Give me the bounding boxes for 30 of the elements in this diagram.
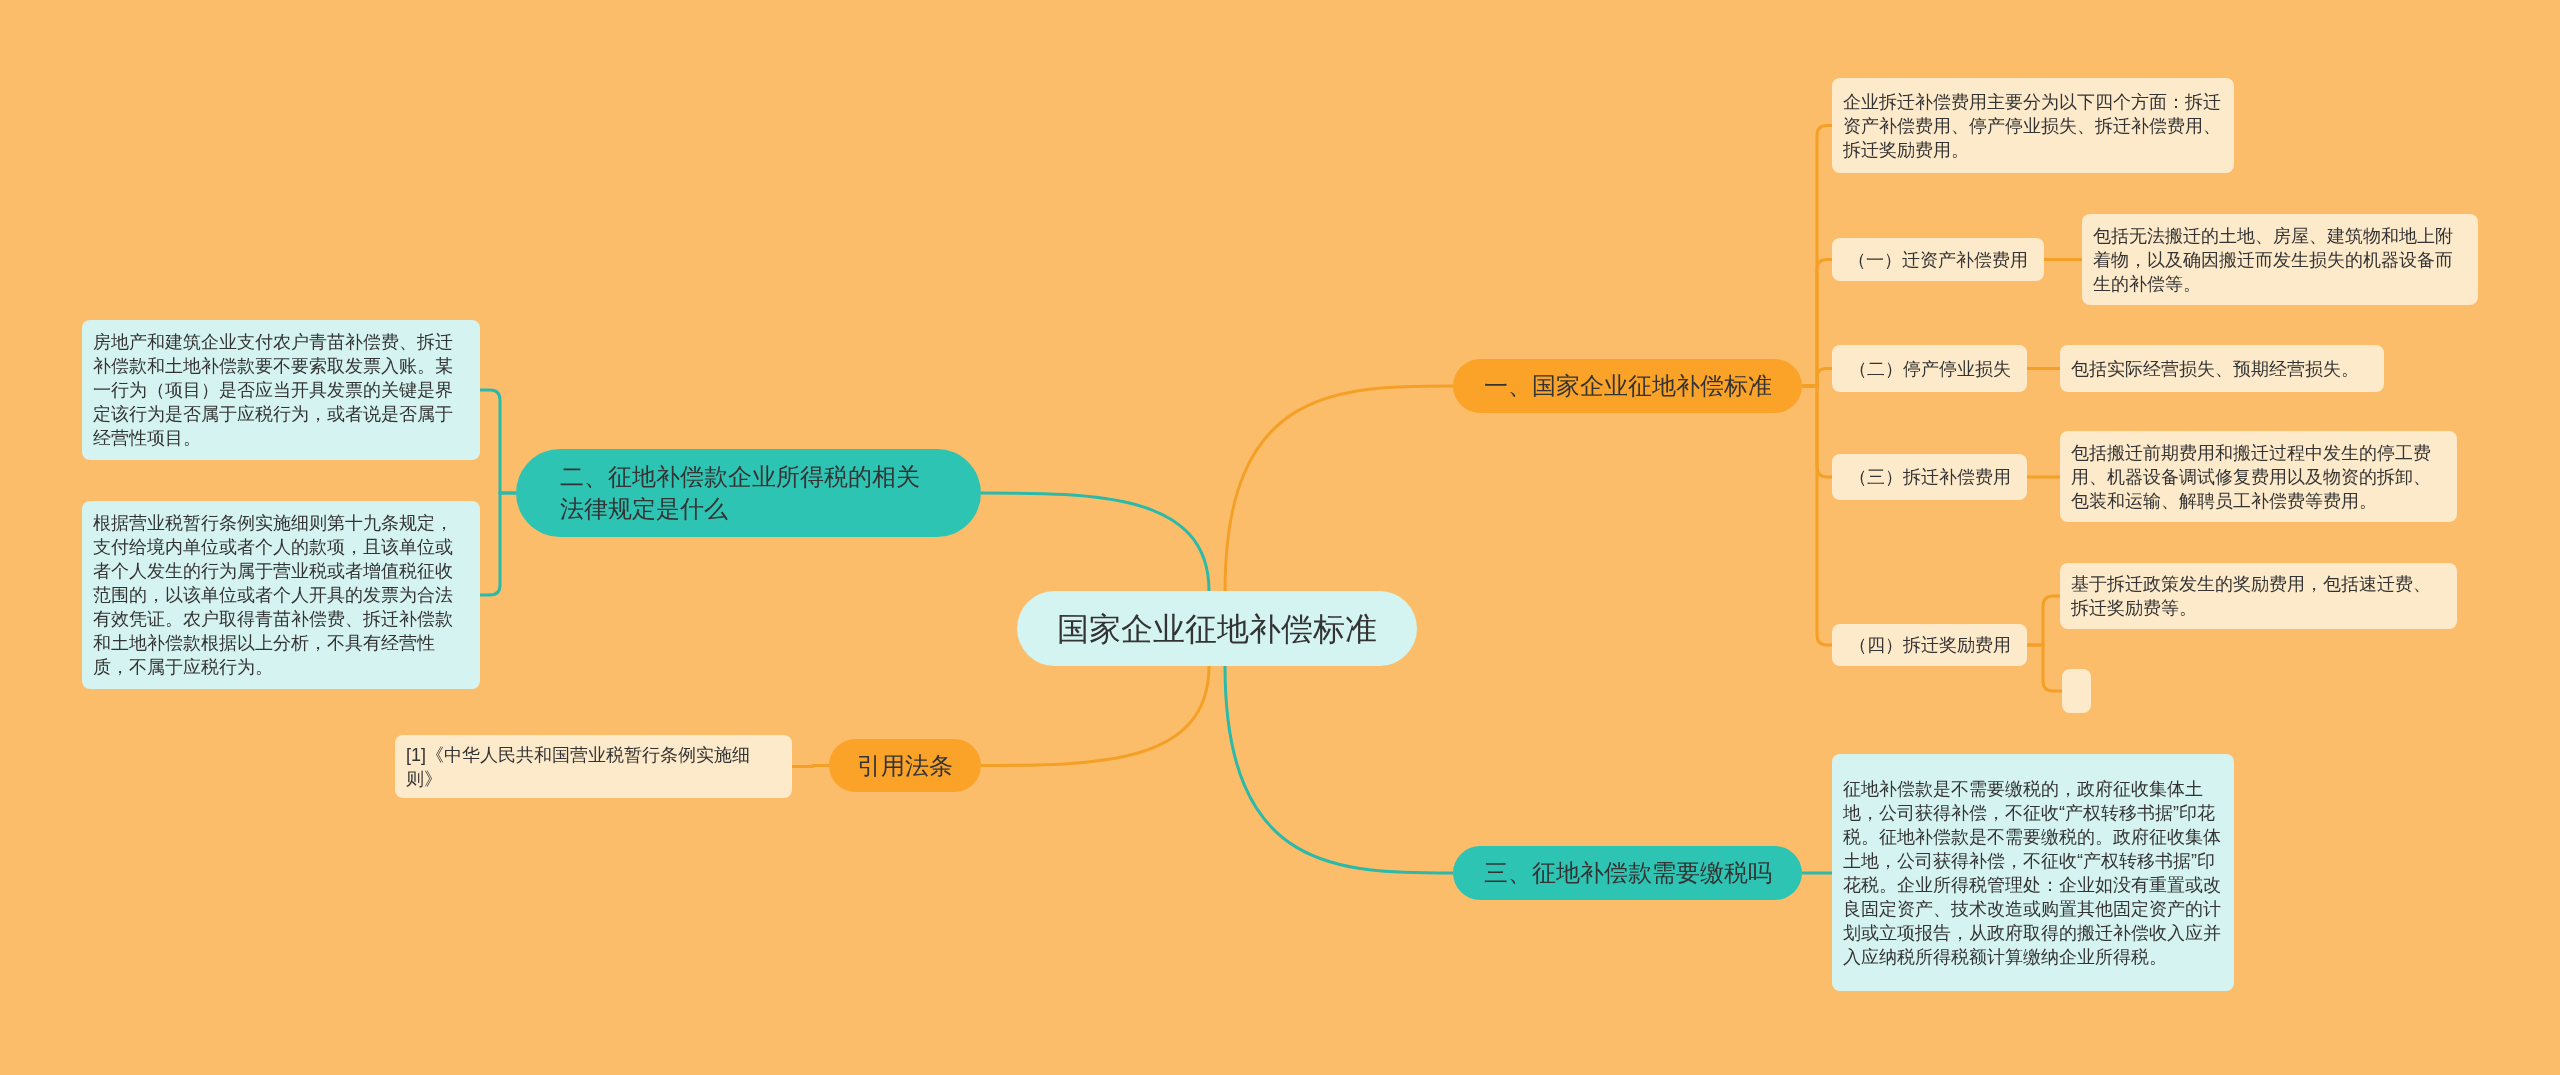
branch-topic: 三、征地补偿款需要缴税吗 [1453,846,1802,900]
note-box: 基于拆迁政策发生的奖励费用，包括速迁费、拆迁奖励费等。 [2060,563,2457,629]
branch-topic: 引用法条 [829,739,981,792]
subtopic-box: （四）拆迁奖励费用 [1832,624,2027,666]
note-box: 包括搬迁前期费用和搬迁过程中发生的停工费用、机器设备调试修复费用以及物资的拆卸、包装和运输、解聘员工补偿费等费用。 [2060,431,2457,522]
connector [1223,665,1453,875]
note-box: 企业拆迁补偿费用主要分为以下四个方面：拆迁资产补偿费用、停产停业损失、拆迁补偿费用、拆迁奖励费用。 [1832,78,2234,173]
empty-box [2062,669,2091,713]
note-box: 房地产和建筑企业支付农户青苗补偿费、拆迁补偿款和土地补偿款要不要索取发票入账。某一行为（项目）是否应当开具发票的关键是界定该行为是否属于应税行为，或者说是否属于经营性项目。 [82,320,480,460]
connector [1802,871,1832,875]
connector [2044,258,2082,261]
note-box: [1]《中华人民共和国营业税暂行条例实施细则》 [395,735,792,798]
branch-topic: 一、国家企业征地补偿标准 [1453,359,1802,413]
connector [2027,643,2062,693]
connector [981,665,1211,767]
subtopic-box: （一）迁资产补偿费用 [1832,238,2044,281]
connector [1223,384,1453,592]
branch-topic: 二、征地补偿款企业所得税的相关法律规定是什么 [516,449,981,537]
connector [981,491,1211,592]
note-box: 根据营业税暂行条例实施细则第十九条规定，支付给境内单位或者个人的款项，且该单位或者个人发生的行为属于营业税或者增值税征收范围的，以该单位或者个人开具的发票为合法有效凭证。农户取得青苗补偿费、拆迁补偿款和土地补偿款根据以上分析，不具有经营性质，不属于应税行为。 [82,501,480,689]
subtopic-box: （三）拆迁补偿费用 [1832,454,2027,500]
note-box: 包括实际经营损失、预期经营损失。 [2060,345,2384,392]
connector [2027,475,2060,479]
note-box: 包括无法搬迁的土地、房屋、建筑物和地上附着物，以及确因搬迁而发生损失的机器设备而生的补偿等。 [2082,214,2478,305]
connector [2027,367,2060,370]
connector [792,764,829,768]
central-topic: 国家企业征地补偿标准 [1017,591,1417,666]
subtopic-box: （二）停产停业损失 [1832,345,2027,392]
note-box: 征地补偿款是不需要缴税的，政府征收集体土地，公司获得补偿，不征收“产权转移书据”印花税。征地补偿款是不需要缴税的。政府征收集体土地，公司获得补偿，不征收“产权转移书据”印花税。企业所得税管理处：企业如没有重置或改良固定资产、技术改造或购置其他固定资产的计划或立项报告，从政府取得的搬迁补偿收入应并入应纳税所得税额计算缴纳企业所得税。 [1832,754,2234,991]
connector [480,491,516,597]
